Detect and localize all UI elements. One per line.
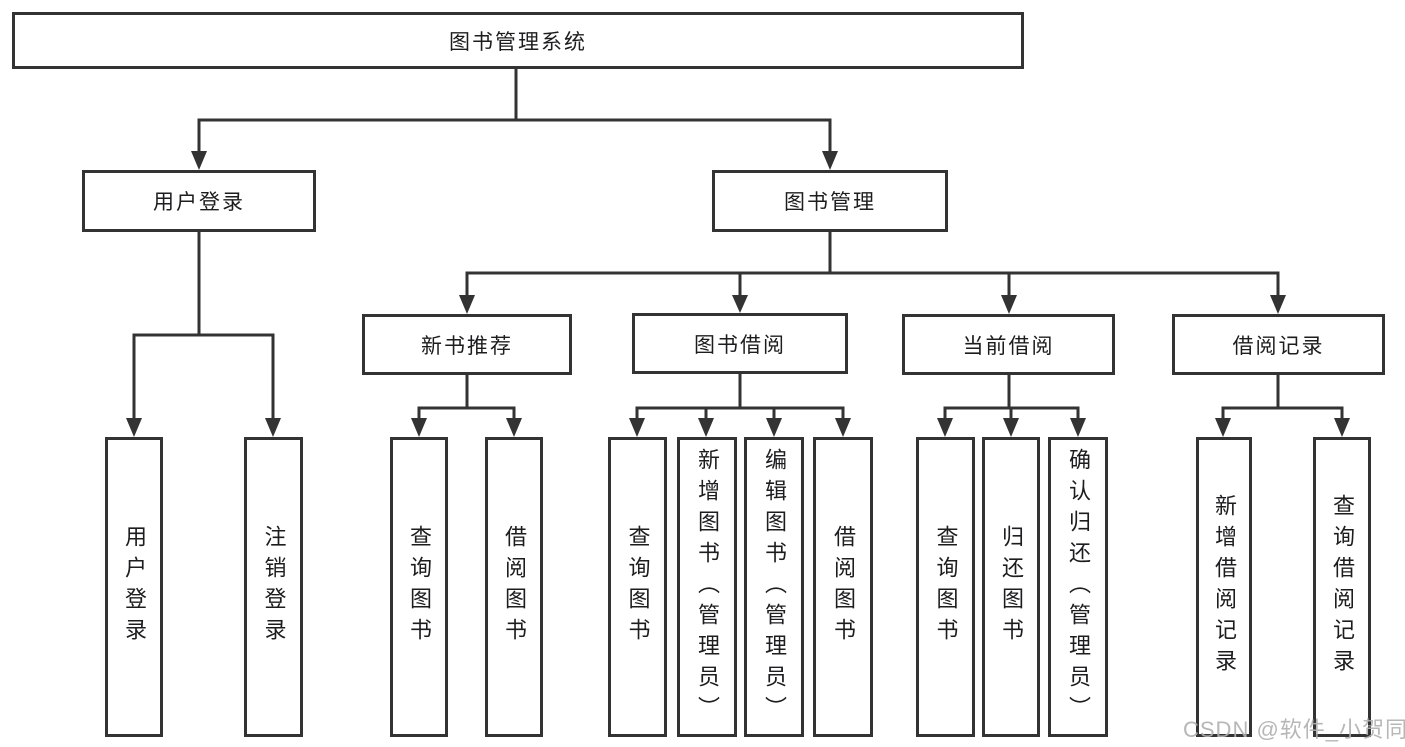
connector-user-login-branch (132, 232, 275, 419)
arrow-down-icon (1270, 295, 1286, 314)
leaf-query-books-recommend: 查询图书 (390, 437, 448, 737)
leaf-confirm-return-admin: 确认归还（管理员） (1048, 437, 1108, 737)
arrow-down-icon (1334, 418, 1350, 437)
node-borrow-records-label: 借阅记录 (1232, 334, 1325, 358)
arrowheads (126, 151, 1350, 437)
arrow-down-icon (766, 418, 782, 437)
arrow-down-icon (937, 418, 953, 437)
node-root-label: 图书管理系统 (449, 30, 587, 54)
connector-new-book-branch (417, 375, 516, 419)
arrow-down-icon (411, 418, 427, 437)
arrow-down-icon (1001, 295, 1017, 314)
leaf-query-borrow-record-label: 查询借阅记录 (1330, 494, 1355, 680)
node-new-book-recommend: 新书推荐 (362, 314, 572, 375)
connector-book-management-branch (465, 232, 1280, 296)
arrow-down-icon (835, 418, 851, 437)
arrow-down-icon (459, 295, 475, 314)
leaf-borrow-books-recommend: 借阅图书 (485, 437, 543, 737)
leaf-query-books-borrow: 查询图书 (608, 437, 667, 737)
node-current-borrow: 当前借阅 (902, 314, 1115, 375)
leaf-query-books-current-label: 查询图书 (933, 525, 959, 649)
node-book-management: 图书管理 (712, 170, 948, 232)
connector-current-borrow-branch (943, 375, 1080, 419)
arrow-down-icon (822, 151, 838, 170)
leaf-borrow-books: 借阅图书 (813, 437, 873, 737)
leaf-add-book-admin: 新增图书（管理员） (677, 437, 737, 737)
connector-root (197, 69, 832, 152)
leaf-user-login-label: 用户登录 (122, 525, 147, 649)
arrow-down-icon (126, 418, 142, 437)
leaf-edit-book-admin-label: 编辑图书（管理员） (762, 447, 787, 727)
leaf-logout-label: 注销登录 (261, 525, 287, 649)
leaf-return-book: 归还图书 (982, 437, 1040, 737)
arrow-down-icon (629, 418, 645, 437)
node-borrow-records: 借阅记录 (1172, 314, 1385, 375)
node-new-book-recommend-label: 新书推荐 (421, 334, 513, 358)
arrow-down-icon (1003, 418, 1019, 437)
node-user-login: 用户登录 (82, 170, 316, 232)
node-user-login-label: 用户登录 (153, 191, 245, 214)
connector-book-borrow-branch (635, 374, 845, 419)
leaf-logout: 注销登录 (244, 437, 303, 737)
arrow-down-icon (265, 418, 281, 437)
node-root: 图书管理系统 (12, 12, 1024, 69)
leaf-user-login: 用户登录 (105, 437, 163, 737)
leaf-query-books-recommend-label: 查询图书 (407, 525, 432, 649)
arrow-down-icon (191, 151, 207, 170)
watermark: CSDN @软件_小贺同学 (1183, 717, 1405, 742)
arrow-down-icon (698, 418, 714, 437)
arrow-down-icon (1215, 418, 1231, 437)
leaf-return-book-label: 归还图书 (999, 525, 1024, 649)
leaf-confirm-return-admin-label: 确认归还（管理员） (1066, 447, 1091, 727)
node-current-borrow-label: 当前借阅 (962, 334, 1055, 358)
leaf-edit-book-admin: 编辑图书（管理员） (744, 437, 804, 737)
arrow-down-icon (1070, 418, 1086, 437)
node-book-borrow-label: 图书借阅 (694, 333, 786, 357)
arrow-down-icon (732, 295, 748, 313)
arrow-down-icon (506, 418, 522, 437)
leaf-borrow-books-label: 借阅图书 (831, 525, 856, 649)
leaf-add-borrow-record: 新增借阅记录 (1196, 437, 1252, 737)
connector-borrow-records-branch (1221, 375, 1344, 419)
node-book-management-label: 图书管理 (784, 191, 876, 214)
leaf-borrow-books-recommend-label: 借阅图书 (502, 525, 527, 649)
leaf-query-books-borrow-label: 查询图书 (625, 525, 651, 649)
leaf-add-borrow-record-label: 新增借阅记录 (1212, 494, 1237, 680)
leaf-add-book-admin-label: 新增图书（管理员） (695, 447, 720, 727)
leaf-query-borrow-record: 查询借阅记录 (1313, 437, 1371, 737)
node-book-borrow: 图书借阅 (632, 313, 848, 374)
leaf-query-books-current: 查询图书 (916, 437, 975, 737)
